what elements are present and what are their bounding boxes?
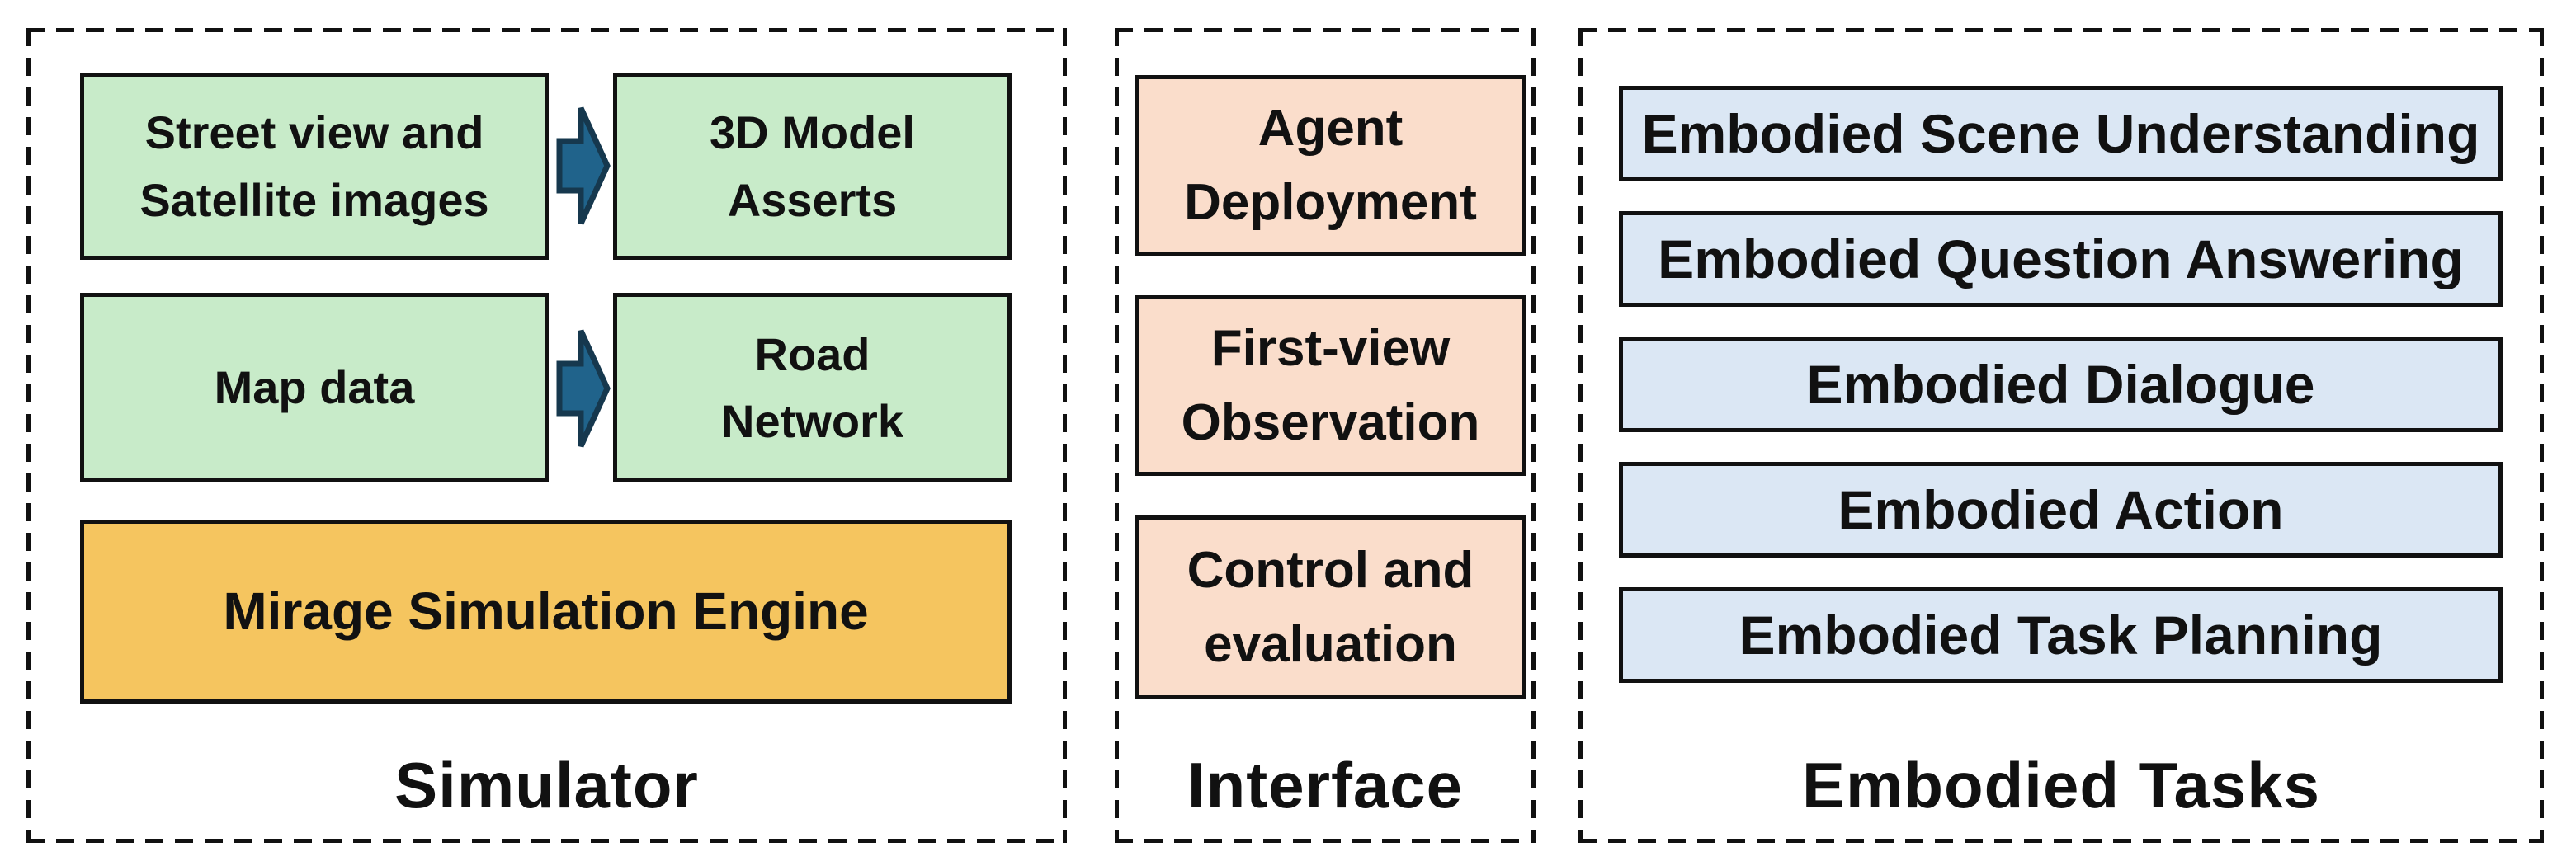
embodied-tasks-panel: Embodied Scene Understanding Embodied Qu… xyxy=(1578,28,2544,843)
box-map-data: Map data xyxy=(80,293,549,482)
right-block-arrow-icon xyxy=(556,106,611,225)
interface-panel: Agent Deployment First-view Observation … xyxy=(1115,28,1536,843)
simulator-panel-label: Simulator xyxy=(394,748,699,821)
box-embodied-task-planning: Embodied Task Planning xyxy=(1619,587,2503,683)
box-embodied-scene-understanding: Embodied Scene Understanding xyxy=(1619,86,2503,181)
interface-panel-label: Interface xyxy=(1187,748,1464,821)
simulator-panel: Street view and Satellite images 3D Mode… xyxy=(26,28,1067,843)
right-block-arrow-icon xyxy=(556,329,611,448)
box-mirage-simulation-engine: Mirage Simulation Engine xyxy=(80,520,1012,704)
embodied-tasks-panel-label: Embodied Tasks xyxy=(1801,748,2321,821)
box-3d-model-asserts: 3D Model Asserts xyxy=(613,73,1012,260)
box-control-and-evaluation: Control and evaluation xyxy=(1135,515,1526,699)
right-arrow-shape xyxy=(556,106,611,225)
box-agent-deployment: Agent Deployment xyxy=(1135,75,1526,256)
box-street-view-satellite: Street view and Satellite images xyxy=(80,73,549,260)
box-embodied-question-answering: Embodied Question Answering xyxy=(1619,211,2503,307)
box-road-network: Road Network xyxy=(613,293,1012,482)
box-first-view-observation: First-view Observation xyxy=(1135,295,1526,476)
box-embodied-dialogue: Embodied Dialogue xyxy=(1619,337,2503,432)
right-arrow-shape xyxy=(556,329,611,448)
box-embodied-action: Embodied Action xyxy=(1619,462,2503,558)
